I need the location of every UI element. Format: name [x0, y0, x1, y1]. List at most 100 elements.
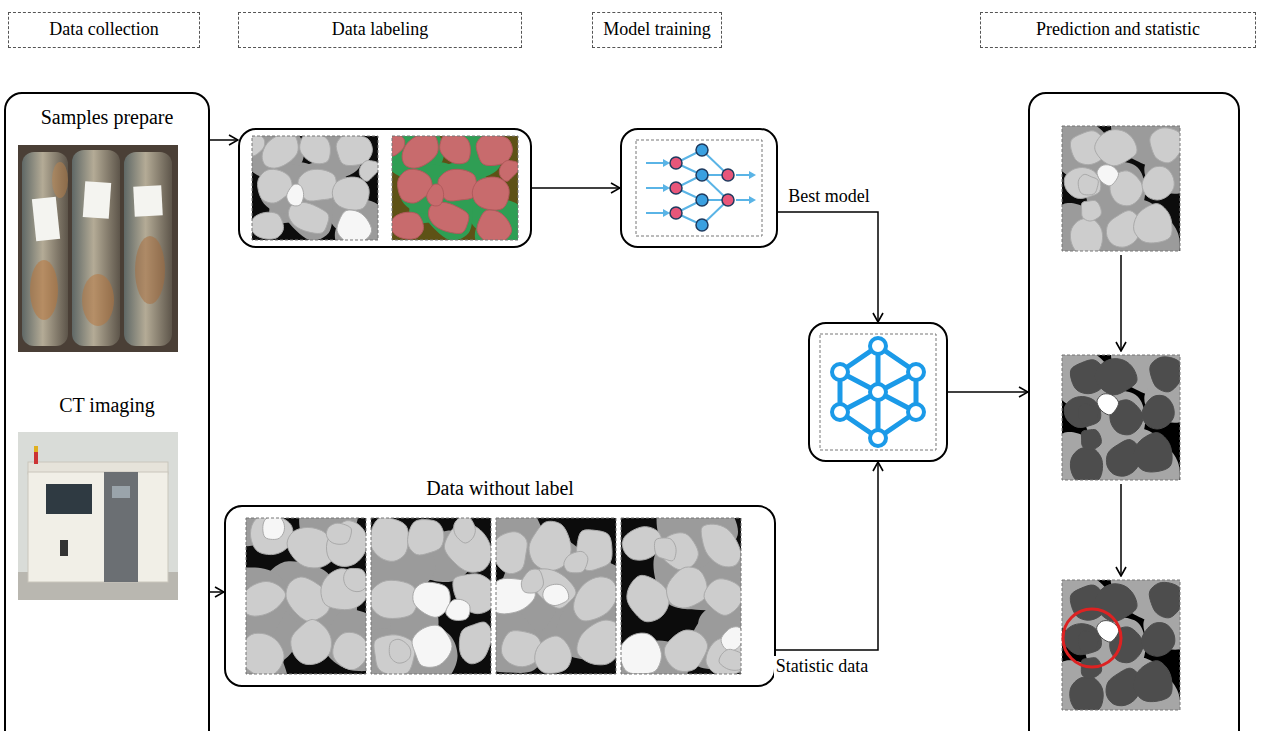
ct-slice-image	[621, 518, 741, 674]
scanner-display	[112, 486, 130, 498]
mineral-grain	[389, 639, 411, 663]
mineral-grain	[1142, 395, 1174, 429]
network-links	[840, 346, 916, 438]
image-frame	[820, 334, 936, 450]
mineral-grain	[326, 523, 351, 544]
mineral-grain	[577, 620, 616, 665]
network-icon-small	[636, 140, 762, 236]
mineral-grain	[1095, 584, 1137, 622]
image-frame	[1062, 126, 1180, 251]
mineral-grain	[1095, 130, 1137, 166]
mineral-grain	[288, 202, 328, 233]
mineral-grain	[574, 577, 616, 621]
rust-stain	[82, 274, 114, 326]
mineral-grain	[287, 184, 304, 206]
mineral-grain	[1142, 166, 1174, 200]
status-light	[34, 452, 38, 464]
mineral-grain	[719, 649, 741, 670]
mineral-grain	[535, 636, 572, 673]
mineral-grain	[1070, 218, 1102, 251]
mineral-grain	[300, 136, 331, 164]
mineral-grain	[408, 520, 444, 555]
sample-tag	[133, 185, 163, 216]
mineral-grain	[263, 518, 285, 539]
flow-arrow	[210, 139, 238, 141]
mineral-grain	[326, 521, 366, 567]
stage-header: Prediction and statistic	[980, 12, 1256, 48]
mineral-grain	[1081, 429, 1101, 450]
mineral-grain	[412, 625, 452, 667]
mineral-grain	[262, 136, 298, 168]
stage-header: Data collection	[8, 12, 200, 48]
mineral-grain	[371, 518, 408, 561]
mineral-grain	[402, 136, 438, 168]
scanner-button	[60, 540, 68, 556]
core-photo	[18, 145, 178, 352]
ct-slice-image	[246, 518, 366, 674]
mineral-grain	[1095, 359, 1137, 395]
mineral-grain	[1078, 631, 1099, 652]
mineral-grain	[446, 599, 470, 620]
mineral-grain	[564, 551, 588, 572]
mineral-grain	[454, 518, 476, 543]
mineral-grain	[1070, 677, 1103, 710]
scanner-panel	[104, 472, 138, 582]
mineral-grain	[477, 210, 512, 240]
ct-slice-image	[1062, 355, 1180, 480]
flow-arrow	[776, 462, 878, 650]
mineral-grain	[413, 582, 450, 617]
image-frame	[1062, 580, 1180, 710]
mineral-grain	[704, 579, 741, 616]
image-frame	[621, 518, 741, 674]
photo-ground	[18, 432, 178, 600]
mineral-grain	[246, 581, 286, 616]
network-units	[832, 338, 924, 446]
step-arrow	[1120, 484, 1122, 576]
mineral-grain	[252, 136, 265, 156]
mineral-grain	[701, 524, 741, 567]
mineral-grain	[496, 532, 527, 574]
mineral-grain	[654, 538, 676, 561]
mineral-grain	[359, 161, 378, 182]
mineral-grain	[459, 622, 491, 664]
ct-slice-image	[371, 518, 491, 674]
ct-slice-image	[496, 518, 616, 674]
flow-arrow	[948, 391, 1028, 393]
network-links	[646, 150, 752, 225]
mineral-grain	[1097, 165, 1119, 186]
mineral-grain	[252, 212, 283, 239]
mineral-grain	[337, 210, 372, 240]
ct-slice-image	[392, 136, 518, 240]
header-label: Prediction and statistic	[1036, 19, 1200, 41]
ct-image-tiles	[211, 95, 1198, 731]
mineral-grain	[499, 161, 518, 182]
panel-label: CT imaging	[6, 394, 208, 417]
image-frame	[392, 136, 518, 240]
image-frame	[496, 518, 616, 674]
process-panel: Data without label	[224, 505, 776, 687]
step-arrow	[1120, 255, 1122, 351]
mineral-grain	[321, 569, 366, 610]
header-label: Data labeling	[332, 19, 428, 41]
mineral-grain	[1070, 447, 1102, 480]
process-panel: Samples prepare CT imaging	[4, 92, 210, 731]
mineral-grain	[344, 568, 366, 591]
mineral-grain	[1149, 582, 1180, 618]
ct-slice-image	[1062, 126, 1180, 251]
mineral-grain	[666, 567, 707, 608]
stage-header: Data labeling	[238, 12, 522, 48]
panel-label: Samples prepare	[6, 106, 208, 129]
network-units	[670, 144, 734, 231]
scanner-window	[46, 484, 92, 514]
mineral-grain	[250, 518, 293, 555]
process-panel	[1028, 92, 1240, 731]
process-panel	[238, 128, 532, 248]
ct-scanner-photo	[18, 432, 178, 600]
rock-core	[22, 152, 68, 346]
mineral-grain	[1078, 174, 1098, 195]
header-label: Model training	[603, 19, 710, 41]
rock-core	[124, 152, 172, 346]
highlight-circle	[1063, 609, 1121, 667]
